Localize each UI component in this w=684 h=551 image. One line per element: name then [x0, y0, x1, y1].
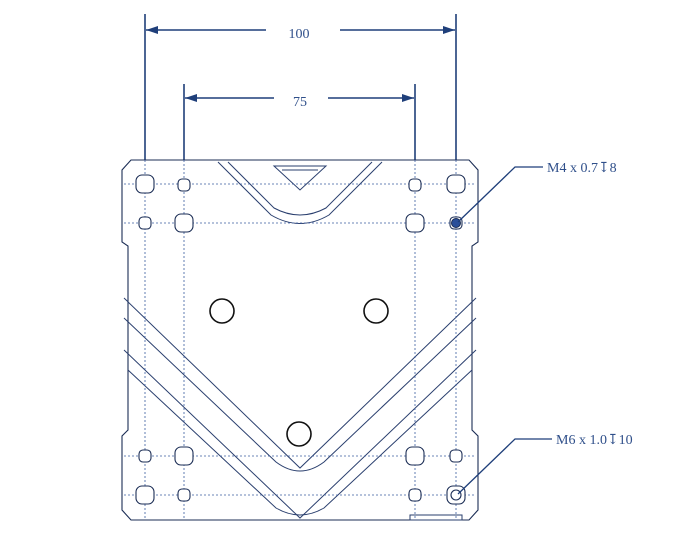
m4-hole: [177, 488, 191, 502]
large-hole: [209, 298, 235, 324]
bottom-notch: [409, 514, 463, 521]
rib-edge: [127, 369, 473, 516]
thread-callout-top: M4 x 0.7↧8: [547, 161, 617, 176]
mount-hole: [135, 485, 155, 505]
m4-hole: [138, 449, 152, 463]
large-hole: [286, 421, 312, 447]
thread-callout-bottom: M6 x 1.0↧10: [556, 433, 633, 448]
mount-hole: [405, 213, 425, 233]
holes-75-pattern: [174, 213, 425, 466]
large-holes: [209, 298, 389, 447]
highlighted-thread-dot: [451, 218, 461, 228]
rib-edge: [123, 297, 477, 469]
mount-hole: [405, 446, 425, 466]
holes-m4: [138, 178, 463, 502]
top-triangle-notch: [272, 165, 328, 191]
plate-outline: [121, 159, 479, 521]
mount-hole: [174, 446, 194, 466]
large-hole: [363, 298, 389, 324]
m4-hole: [449, 449, 463, 463]
rib-edge: [123, 317, 477, 472]
leader-line: [457, 438, 552, 495]
m4-hole: [408, 488, 422, 502]
mount-hole: [174, 213, 194, 233]
rib-edge: [123, 349, 477, 519]
m4-hole: [138, 216, 152, 230]
dimension-100: 100: [146, 26, 455, 42]
callout-m6: M6 x 1.0↧10: [457, 433, 633, 495]
mount-hole: [446, 174, 466, 194]
pocket-edge: [227, 161, 373, 216]
bottom-ribs: [123, 297, 477, 519]
dimension-label-inner: 75: [293, 95, 307, 110]
m4-hole: [408, 178, 422, 192]
m4-hole: [177, 178, 191, 192]
dimension-label-outer: 100: [289, 27, 310, 42]
mount-hole: [135, 174, 155, 194]
dimension-75: 75: [185, 94, 414, 110]
holes-100-pattern: [135, 174, 466, 505]
callout-m4: M4 x 0.7↧8: [457, 161, 617, 223]
leader-line: [457, 166, 543, 223]
thread-circle: [450, 489, 462, 501]
